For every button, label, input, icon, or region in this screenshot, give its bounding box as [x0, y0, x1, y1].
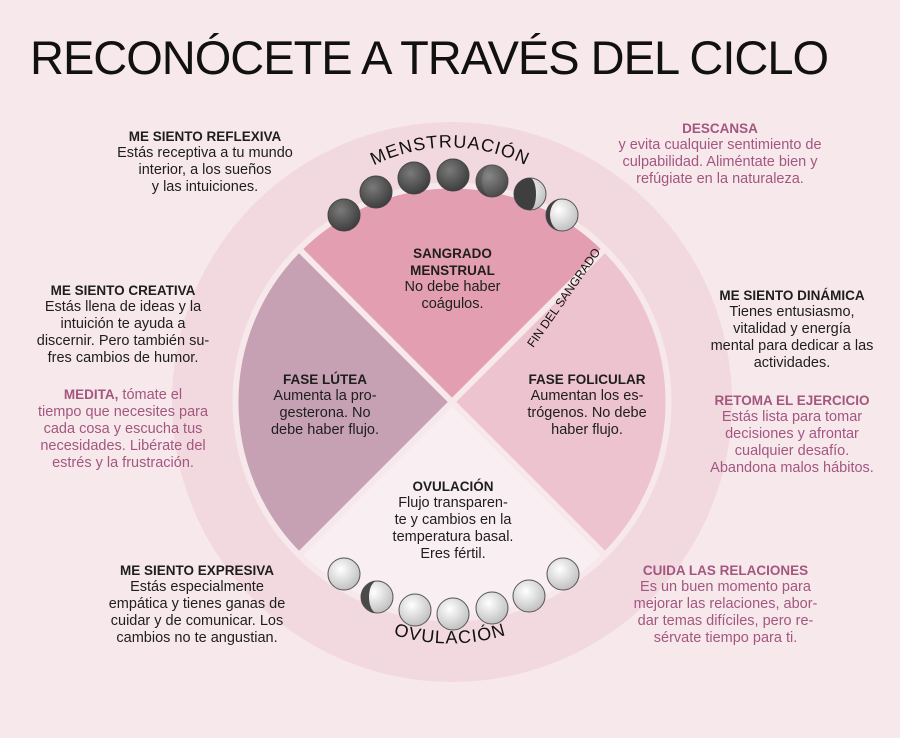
phase-title: FASE LÚTEA — [282, 372, 367, 387]
moon-icon — [545, 198, 579, 232]
moon-icon — [398, 593, 432, 627]
page-title: RECONÓCETE A TRAVÉS DEL CICLO — [30, 31, 829, 84]
sector-folicular — [447, 244, 672, 560]
moon-icon — [327, 557, 361, 591]
block-ejercicio: RETOMA EL EJERCICIO Estás lista para tom… — [710, 393, 874, 476]
phase-title: SANGRADO MENSTRUAL — [410, 246, 495, 278]
block-reflexiva: ME SIENTO REFLEXIVA Estás receptiva a tu… — [117, 129, 293, 195]
moon-row-top — [327, 158, 579, 232]
phase-folicular: FASE FOLICULAR Aumentan los es- trógenos… — [512, 371, 662, 439]
moon-icon — [475, 164, 509, 198]
phase-lutea: FASE LÚTEA Aumenta la pro- gesterona. No… — [255, 371, 395, 439]
moon-icon — [327, 198, 361, 232]
phase-title: OVULACIÓN — [412, 479, 494, 494]
moon-icon — [546, 557, 580, 591]
moon-icon — [360, 580, 394, 614]
moon-icon — [513, 177, 547, 211]
moon-icon — [475, 591, 509, 625]
phase-title: FASE FOLICULAR — [528, 372, 646, 387]
block-relaciones: CUIDA LAS RELACIONES Es un buen momento … — [633, 563, 818, 646]
block-expresiva: ME SIENTO EXPRESIVA Estás especialmente … — [108, 563, 286, 646]
moon-row-bottom — [327, 557, 580, 631]
moon-icon — [397, 161, 431, 195]
moon-icon — [436, 158, 470, 192]
block-descansa: DESCANSA y evita cualquier sentimiento d… — [618, 121, 822, 187]
phase-menstrual: SANGRADO MENSTRUAL No debe haber coágulo… — [380, 245, 525, 313]
moon-icon — [512, 579, 546, 613]
moon-icon — [359, 175, 393, 209]
moon-icon — [436, 597, 470, 631]
block-dinamica: ME SIENTO DINÁMICA Tienes entusiasmo, vi… — [710, 288, 874, 371]
sector-lutea — [232, 244, 457, 560]
block-medita: MEDITA, tómate el tiempo que necesites p… — [37, 387, 209, 471]
phase-ovulacion: OVULACIÓN Flujo transparen- te y cambios… — [378, 478, 528, 563]
block-creativa: ME SIENTO CREATIVA Estás llena de ideas … — [36, 283, 210, 366]
